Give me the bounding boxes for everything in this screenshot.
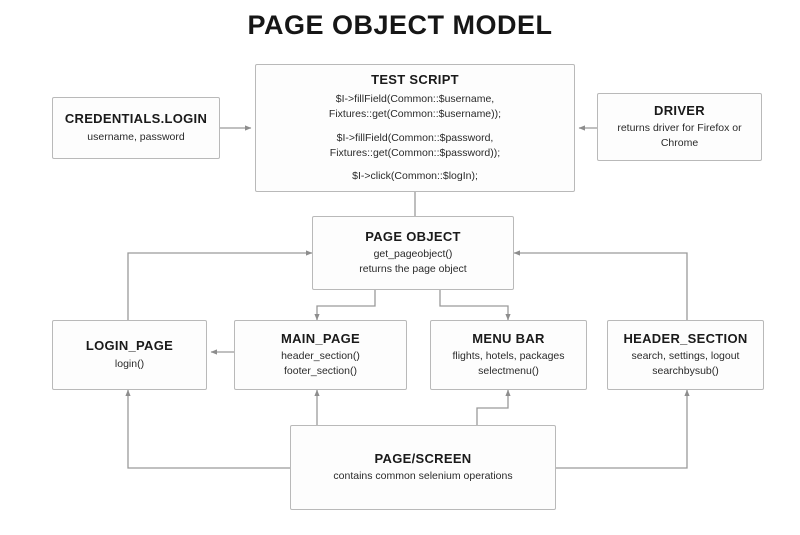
node-credentials-login[interactable]: CREDENTIALS.LOGIN username, password — [52, 97, 220, 159]
node-line: get_pageobject() — [373, 248, 453, 261]
code-line: $I->fillField(Common::$username, — [335, 92, 495, 105]
node-heading: MAIN_PAGE — [280, 330, 361, 346]
node-heading: LOGIN_PAGE — [85, 338, 174, 354]
node-line: username, password — [87, 130, 185, 143]
node-test-script[interactable]: TEST SCRIPT $I->fillField(Common::$usern… — [255, 64, 575, 192]
node-line: contains common selenium operations — [333, 470, 513, 483]
node-line: search, settings, logout — [631, 350, 740, 363]
node-page-object[interactable]: PAGE OBJECT get_pageobject() returns the… — [312, 216, 514, 290]
code-block-login-click: $I->click(Common::$logIn); — [352, 169, 478, 184]
node-heading: PAGE/SCREEN — [374, 450, 472, 466]
node-heading: DRIVER — [654, 102, 705, 118]
code-line: $I->fillField(Common::$password, — [336, 131, 494, 144]
node-main-page[interactable]: MAIN_PAGE header_section() footer_sectio… — [234, 320, 407, 390]
node-menu-bar[interactable]: MENU BAR flights, hotels, packages selec… — [430, 320, 587, 390]
edge-header-section-to-page-object — [513, 250, 688, 320]
node-heading: MENU BAR — [472, 330, 545, 346]
edge-page-object-to-main-page — [314, 290, 376, 321]
node-driver[interactable]: DRIVER returns driver for Firefox or Chr… — [597, 93, 762, 161]
node-heading: PAGE OBJECT — [365, 228, 461, 244]
node-header-section[interactable]: HEADER_SECTION search, settings, logout … — [607, 320, 764, 390]
code-line: Fixtures::get(Common::$username)); — [328, 107, 502, 120]
node-heading: HEADER_SECTION — [623, 330, 748, 346]
edge-page-screen-to-header-section — [556, 389, 690, 469]
node-line: returns the page object — [359, 263, 467, 276]
edge-page-screen-to-login-page — [125, 389, 290, 469]
node-heading: CREDENTIALS.LOGIN — [64, 111, 208, 127]
node-line: Chrome — [660, 137, 699, 150]
node-line: header_section() — [281, 350, 360, 363]
node-page-screen[interactable]: PAGE/SCREEN contains common selenium ope… — [290, 425, 556, 510]
node-line: footer_section() — [284, 365, 357, 378]
edge-page-screen-to-menu-bar — [476, 389, 511, 425]
code-line: $I->click(Common::$logIn); — [352, 170, 478, 183]
code-line: Fixtures::get(Common::$password)); — [329, 146, 501, 159]
node-login-page[interactable]: LOGIN_PAGE login() — [52, 320, 207, 390]
code-block-username: $I->fillField(Common::$username, Fixture… — [329, 92, 501, 122]
page-title: PAGE OBJECT MODEL — [247, 10, 553, 40]
node-line: login() — [114, 357, 145, 370]
edge-login-page-to-page-object — [127, 250, 313, 320]
node-line: searchbysub() — [652, 365, 719, 378]
node-heading: TEST SCRIPT — [371, 71, 459, 87]
node-line: flights, hotels, packages — [452, 350, 565, 363]
node-line: selectmenu() — [478, 365, 539, 378]
code-block-password: $I->fillField(Common::$password, Fixture… — [330, 131, 500, 161]
edge-page-object-to-menu-bar — [439, 290, 511, 321]
node-line: returns driver for Firefox or — [617, 122, 742, 135]
